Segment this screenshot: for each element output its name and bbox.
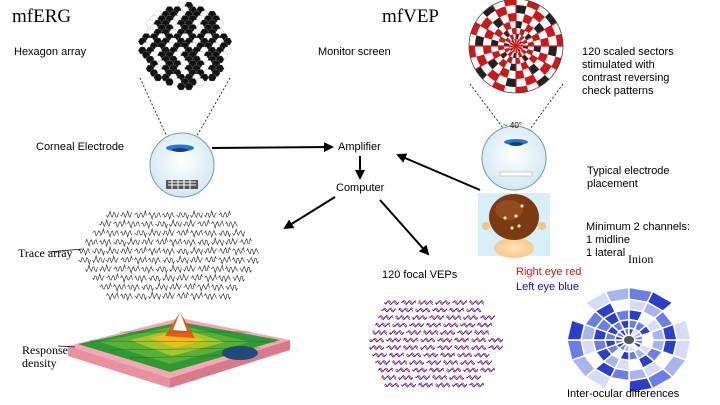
amplifier-label: Amplifier <box>338 141 381 153</box>
sectors-label: 120 scaled sectors stimulated with contr… <box>582 46 674 97</box>
monitor-screen-label: Monitor screen <box>318 46 391 58</box>
corneal-electrode-label: Corneal Electrode <box>36 141 125 153</box>
head-icon <box>478 193 550 258</box>
right-eye-label: Right eye red <box>516 266 582 278</box>
trace-array-icon <box>78 209 259 302</box>
degrees-label: ~ 40° <box>503 121 522 130</box>
eye-icon <box>481 125 547 191</box>
response-density-label: Response density <box>22 343 68 370</box>
difference-map-icon <box>566 286 692 394</box>
interocular-label: Inter-ocular differences <box>567 388 680 400</box>
eye-icon <box>149 132 215 198</box>
vep-traces-icon <box>369 299 504 388</box>
mferg-title: mfERG <box>12 6 72 27</box>
focal-veps-label: 120 focal VEPs <box>382 269 458 281</box>
hexagon-array-icon <box>138 1 233 91</box>
dartboard-icon <box>468 0 564 94</box>
inion-label: Inion <box>628 252 654 266</box>
mfvep-title: mfVEP <box>382 6 439 27</box>
hexagon-array-label: Hexagon array <box>14 46 87 58</box>
channels-label: Minimum 2 channels: 1 midline 1 lateral <box>586 221 690 259</box>
left-eye-label: Left eye blue <box>516 281 579 293</box>
computer-label: Computer <box>336 182 385 194</box>
typical-electrode-label: Typical electrode placement <box>587 165 670 190</box>
trace-array-label: Trace array <box>18 246 73 260</box>
response-density-icon <box>57 312 290 388</box>
